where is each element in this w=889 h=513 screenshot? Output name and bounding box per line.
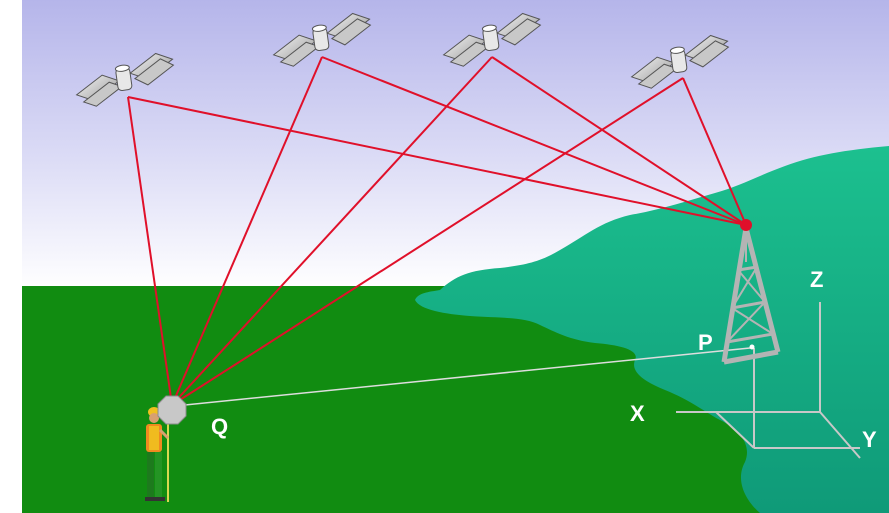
axis-label-y: Y bbox=[862, 427, 877, 452]
target-label-p: P bbox=[698, 330, 713, 355]
target-point bbox=[749, 344, 755, 350]
axis-label-z: Z bbox=[810, 267, 823, 292]
surveyor-icon bbox=[145, 407, 170, 502]
survey-tower-icon bbox=[721, 227, 781, 365]
baseline bbox=[174, 347, 751, 407]
signal-lines-to-station bbox=[127, 56, 684, 406]
hill bbox=[415, 146, 889, 513]
signal-lines-to-tower bbox=[127, 56, 747, 226]
axis-label-x: X bbox=[630, 401, 645, 426]
tower-antenna-point bbox=[740, 219, 752, 231]
coordinate-axes bbox=[676, 302, 861, 459]
gps-receiver-icon bbox=[157, 395, 187, 425]
station-label-q: Q bbox=[211, 414, 228, 439]
